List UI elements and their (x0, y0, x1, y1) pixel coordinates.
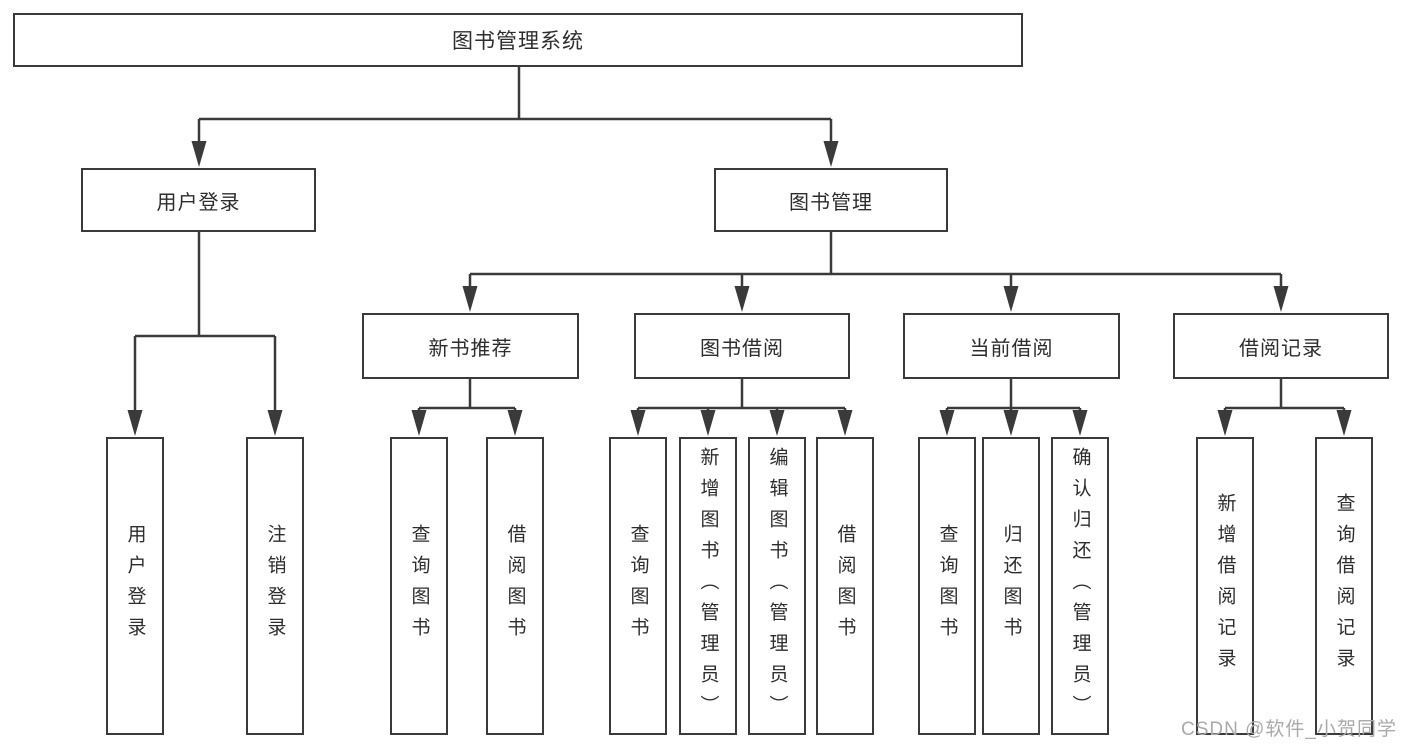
node-user-login-label: 用户登录 (156, 191, 241, 214)
leaf-borrow-books-recommend-label: 借阅图书 (504, 524, 526, 648)
leaf-query-books-current: 查询图书 (918, 437, 976, 735)
node-book-borrowing-label: 图书借阅 (700, 337, 784, 360)
node-borrowing-records: 借阅记录 (1173, 313, 1389, 379)
leaf-add-borrow-record: 新增借阅记录 (1196, 437, 1254, 735)
node-book-management-label: 图书管理 (789, 191, 873, 214)
leaf-confirm-return-admin: 确认归还（管理员） (1051, 437, 1109, 735)
node-book-borrowing: 图书借阅 (634, 313, 850, 379)
leaf-query-books-borrowing-label: 查询图书 (627, 524, 649, 648)
leaf-user-login: 用户登录 (106, 437, 164, 735)
leaf-borrow-books-recommend: 借阅图书 (486, 437, 544, 735)
leaf-return-books-label: 归还图书 (1000, 524, 1022, 648)
leaf-borrow-books-label: 借阅图书 (834, 524, 856, 648)
leaf-logout-label: 注销登录 (264, 524, 286, 648)
csdn-watermark: CSDN @软件_小贺同学 (1181, 719, 1397, 740)
node-new-book-recommend-label: 新书推荐 (428, 337, 513, 360)
leaf-user-login-label: 用户登录 (124, 524, 146, 648)
leaf-query-books-recommend-label: 查询图书 (408, 524, 430, 648)
leaf-query-borrow-record-label: 查询借阅记录 (1333, 493, 1355, 679)
node-new-book-recommend: 新书推荐 (362, 313, 579, 379)
node-root-system-label: 图书管理系统 (452, 30, 584, 53)
node-user-login: 用户登录 (81, 168, 316, 232)
leaf-confirm-return-admin-label: 确认归还（管理员） (1069, 446, 1091, 726)
leaf-edit-books-admin: 编辑图书（管理员） (748, 437, 806, 735)
leaf-return-books: 归还图书 (982, 437, 1040, 735)
node-current-borrowing-label: 当前借阅 (969, 337, 1054, 360)
leaf-add-books-admin-label: 新增图书（管理员） (697, 446, 719, 726)
node-current-borrowing: 当前借阅 (903, 313, 1120, 379)
leaf-borrow-books: 借阅图书 (816, 437, 874, 735)
leaf-logout: 注销登录 (246, 437, 304, 735)
node-book-management: 图书管理 (714, 168, 948, 232)
leaf-query-books-borrowing: 查询图书 (609, 437, 667, 735)
arrowheads (127, 141, 1352, 436)
leaf-query-books-recommend: 查询图书 (390, 437, 448, 735)
leaf-edit-books-admin-label: 编辑图书（管理员） (766, 446, 788, 726)
node-borrowing-records-label: 借阅记录 (1239, 337, 1323, 360)
leaf-add-borrow-record-label: 新增借阅记录 (1214, 493, 1236, 679)
leaf-query-books-current-label: 查询图书 (936, 524, 958, 648)
leaf-add-books-admin: 新增图书（管理员） (679, 437, 737, 735)
node-root-system: 图书管理系统 (13, 13, 1023, 67)
leaf-query-borrow-record: 查询借阅记录 (1315, 437, 1373, 735)
